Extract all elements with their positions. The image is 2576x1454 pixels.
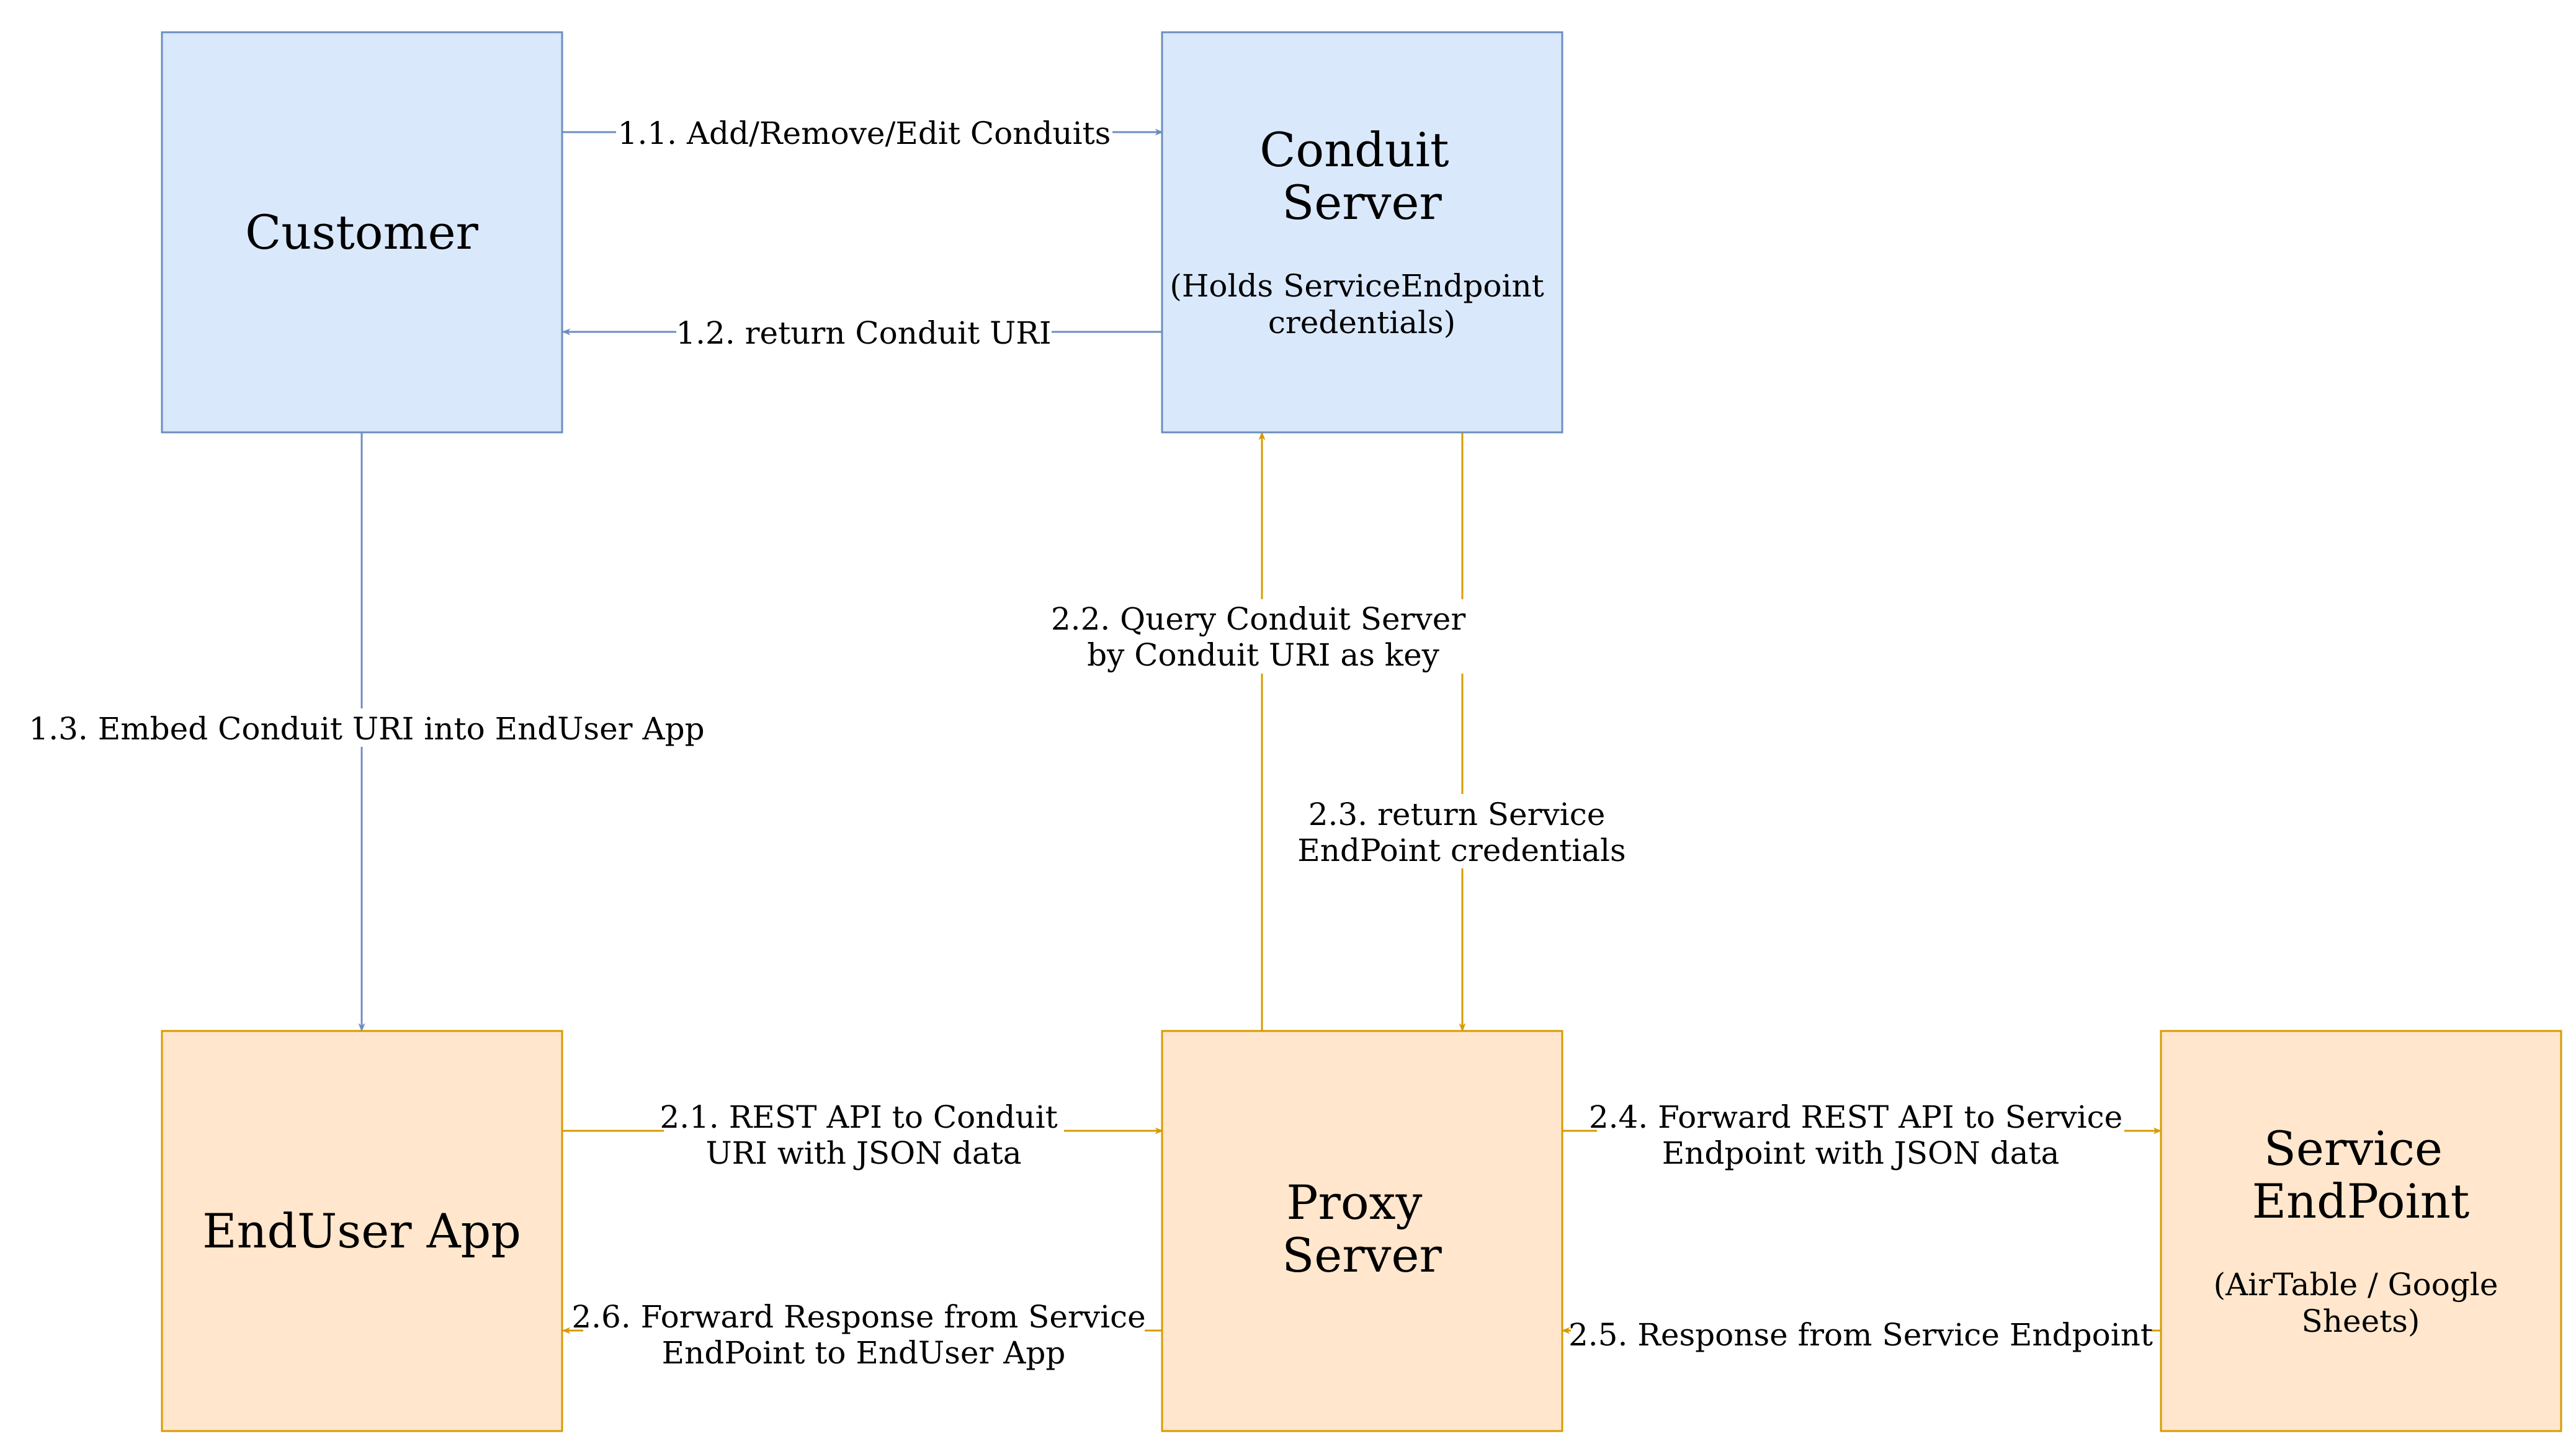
svg-text:1.3. Embed Conduit URI into En: 1.3. Embed Conduit URI into EndUser App (29, 711, 704, 747)
edge-label-1-2: 1.2. return Conduit URI (676, 313, 1052, 352)
node-conduit-server-subtitle: (Holds ServiceEndpoint credentials) (1169, 268, 1554, 341)
edge-label-2-2: 2.2. Query Conduit Server by Conduit URI… (1051, 599, 1475, 674)
svg-text:2.5. Response from Service End: 2.5. Response from Service Endpoint (1568, 1317, 2153, 1353)
node-enduser-app[interactable]: EndUser App (161, 1030, 563, 1432)
svg-text:2.6. Forward Response from Ser: 2.6. Forward Response from Service EndPo… (571, 1299, 1155, 1371)
edge-label-2-5: 2.5. Response from Service Endpoint (1568, 1315, 2153, 1354)
edge-label-1-3: 1.3. Embed Conduit URI into EndUser App (29, 708, 705, 747)
node-conduit-server-title: Conduit Server (1259, 122, 1464, 230)
svg-text:1.2. return Conduit URI: 1.2. return Conduit URI (676, 315, 1051, 351)
node-service-endpoint-title: Service EndPoint (2252, 1121, 2470, 1229)
svg-text:1.1. Add/Remove/Edit Conduits: 1.1. Add/Remove/Edit Conduits (618, 115, 1111, 151)
node-service-endpoint-subtitle: (AirTable / Google Sheets) (2214, 1267, 2508, 1339)
node-customer[interactable]: Customer (161, 31, 563, 434)
edge-label-2-4: 2.4. Forward REST API to Service Endpoin… (1589, 1097, 2132, 1171)
node-customer-title: Customer (245, 205, 478, 260)
edge-label-2-6: 2.6. Forward Response from Service EndPo… (571, 1296, 1155, 1371)
node-enduser-app-title: EndUser App (202, 1203, 521, 1259)
node-proxy-server-title: Proxy Server (1282, 1175, 1442, 1283)
node-service-endpoint[interactable]: Service EndPoint (AirTable / Google Shee… (2160, 1030, 2562, 1432)
svg-text:2.3. return Service EndP: 2.3. return Service EndPoint credentials (1297, 796, 1626, 868)
edge-label-2-1: 2.1. REST API to Conduit URI with JSON d… (660, 1097, 1067, 1171)
node-proxy-server[interactable]: Proxy Server (1161, 1030, 1563, 1432)
svg-text:2.4. Forward REST API to Servi: 2.4. Forward REST API to Service Endpoin… (1589, 1099, 2132, 1171)
edge-label-2-3: 2.3. return Service EndPoint credentials (1294, 794, 1629, 868)
svg-text:2.2. Query Conduit Server: 2.2. Query Conduit Server by Conduit URI… (1051, 601, 1475, 673)
svg-text:2.1. REST API to Conduit: 2.1. REST API to Conduit URI with JSON d… (660, 1099, 1067, 1171)
node-conduit-server[interactable]: Conduit Server (Holds ServiceEndpoint cr… (1161, 31, 1563, 434)
edge-label-1-1: 1.1. Add/Remove/Edit Conduits (616, 114, 1112, 152)
